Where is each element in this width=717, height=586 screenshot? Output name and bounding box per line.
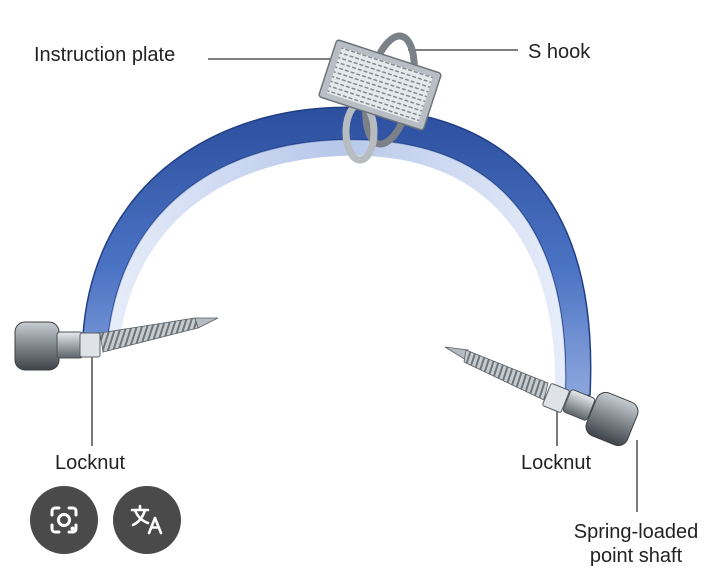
right-pin-assembly bbox=[444, 346, 639, 447]
label-s-hook: S hook bbox=[528, 41, 591, 63]
label-spring-line1: Spring-loaded bbox=[573, 521, 699, 543]
translate-icon bbox=[130, 504, 163, 535]
lens-button[interactable] bbox=[30, 486, 98, 554]
left-collar bbox=[56, 331, 84, 359]
label-spring-line2: point shaft bbox=[589, 544, 683, 567]
left-pin-assembly bbox=[14, 317, 219, 371]
right-knob bbox=[585, 391, 639, 447]
left-knob bbox=[14, 321, 60, 371]
right-collar bbox=[562, 389, 596, 421]
label-locknut-left: Locknut bbox=[55, 452, 126, 474]
lens-icon bbox=[50, 506, 78, 534]
label-instruction-plate: Instruction plate bbox=[34, 44, 176, 66]
right-threaded-shaft bbox=[463, 349, 549, 401]
clamp-arch bbox=[82, 106, 592, 401]
translate-button[interactable] bbox=[113, 486, 181, 554]
instruction-plate bbox=[318, 39, 442, 131]
right-locknut bbox=[542, 383, 570, 413]
label-locknut-right: Locknut bbox=[521, 452, 592, 474]
left-pin-tip bbox=[194, 317, 219, 329]
label-spring-loaded-point-shaft: Spring-loaded point shaft bbox=[560, 521, 712, 568]
left-locknut bbox=[79, 332, 101, 358]
